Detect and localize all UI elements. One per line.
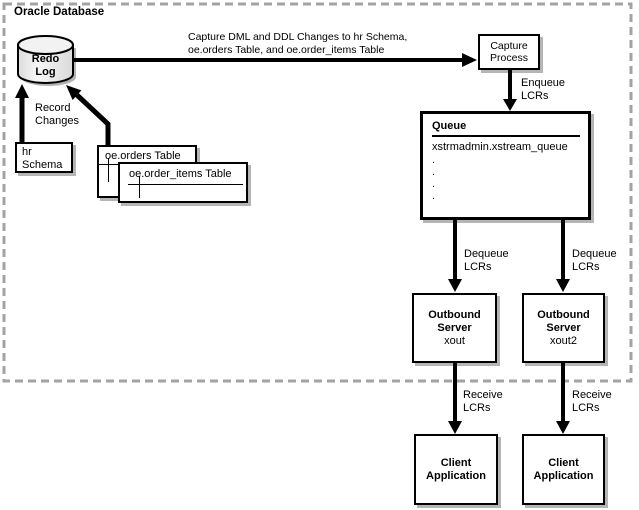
- hr-schema-label-line2: Schema: [22, 159, 63, 171]
- capture-process-box: Capture Process: [478, 34, 540, 70]
- redo-log-label-line1: Redo: [31, 53, 60, 65]
- outbound-server-name: xout: [444, 334, 465, 347]
- receive-lcrs-label-line2: LCRs: [572, 402, 600, 414]
- receive-lcrs-label-line2: LCRs: [463, 402, 491, 414]
- table-grid-vline: [108, 158, 109, 182]
- dequeue-lcrs-label-line2: LCRs: [464, 261, 492, 273]
- queue-title: Queue: [432, 120, 467, 132]
- queue-ellipsis-dot: .: [432, 154, 436, 166]
- receive-lcrs-label-right: Receive LCRs: [572, 389, 612, 415]
- dequeue-arrow-right: [556, 220, 570, 292]
- oracle-database-title: Oracle Database: [14, 6, 105, 18]
- record-changes-label: Record Changes: [35, 102, 79, 128]
- receive-arrow-left: [448, 363, 462, 434]
- queue-ellipsis-dot: .: [432, 190, 436, 202]
- capture-changes-label-line1: Capture DML and DDL Changes to hr Schema…: [188, 31, 408, 43]
- receive-arrow-right: [556, 363, 570, 434]
- hr-schema-box: hr Schema: [15, 142, 73, 173]
- redo-log-label-line2: Log: [35, 66, 56, 78]
- outbound-server-label-line2: Server: [546, 321, 581, 334]
- client-application-label-line1: Client: [548, 456, 579, 469]
- receive-lcrs-label-line1: Receive: [572, 389, 612, 401]
- dequeue-lcrs-label-left: Dequeue LCRs: [464, 248, 509, 274]
- enqueue-arrow: [503, 70, 517, 111]
- client-application-box-right: Client Application: [522, 434, 605, 505]
- dequeue-lcrs-label-right: Dequeue LCRs: [572, 248, 617, 274]
- outbound-server-label-line2: Server: [437, 321, 472, 334]
- receive-lcrs-label-line1: Receive: [463, 389, 503, 401]
- enqueue-lcrs-label-line1: Enqueue: [521, 77, 566, 89]
- hr-schema-label-line1: hr: [22, 146, 32, 158]
- enqueue-lcrs-label-line2: LCRs: [521, 90, 549, 102]
- capture-process-label-line2: Process: [490, 52, 528, 64]
- oe-order-items-table-box: oe.order_items Table: [118, 162, 248, 203]
- capture-changes-label-line2: oe.orders Table, and oe.order_items Tabl…: [188, 44, 385, 56]
- record-changes-arrow-hr: [15, 84, 29, 142]
- outbound-server-label-line1: Outbound: [537, 308, 590, 321]
- queue-name: xstrmadmin.xstream_queue: [432, 141, 568, 153]
- outbound-server-label-line1: Outbound: [428, 308, 481, 321]
- dequeue-lcrs-label-line2: LCRs: [572, 261, 600, 273]
- dequeue-lcrs-label-line1: Dequeue: [464, 248, 509, 260]
- redo-log-label: Redo Log: [18, 53, 73, 79]
- table-grid-hline: [128, 184, 243, 185]
- dequeue-lcrs-label-line1: Dequeue: [572, 248, 617, 260]
- enqueue-lcrs-label: Enqueue LCRs: [521, 77, 565, 103]
- outbound-server-xout-box: Outbound Server xout: [412, 293, 497, 363]
- capture-process-label-line1: Capture: [490, 39, 528, 52]
- queue-ellipsis-dot: .: [432, 166, 436, 178]
- client-application-label-line1: Client: [440, 456, 472, 469]
- client-application-label-line2: Application: [426, 469, 486, 482]
- oe-orders-table-label: oe.orders Table: [105, 150, 181, 162]
- client-application-label-line2: Application: [533, 469, 594, 482]
- dequeue-arrow-left: [448, 220, 462, 292]
- outbound-server-xout2-box: Outbound Server xout2: [522, 293, 605, 363]
- queue-box: Queue xstrmadmin.xstream_queue . . . .: [420, 111, 591, 220]
- record-changes-label-line1: Record: [35, 102, 71, 114]
- capture-changes-arrow-label: Capture DML and DDL Changes to hr Schema…: [188, 31, 407, 57]
- table-grid-vline: [139, 176, 140, 198]
- client-application-box-left: Client Application: [414, 434, 498, 505]
- queue-ellipsis-dot: .: [432, 178, 436, 190]
- record-changes-label-line2: Changes: [35, 115, 80, 127]
- outbound-server-name: xout2: [550, 334, 577, 347]
- receive-lcrs-label-left: Receive LCRs: [463, 389, 503, 415]
- queue-divider: [432, 135, 580, 137]
